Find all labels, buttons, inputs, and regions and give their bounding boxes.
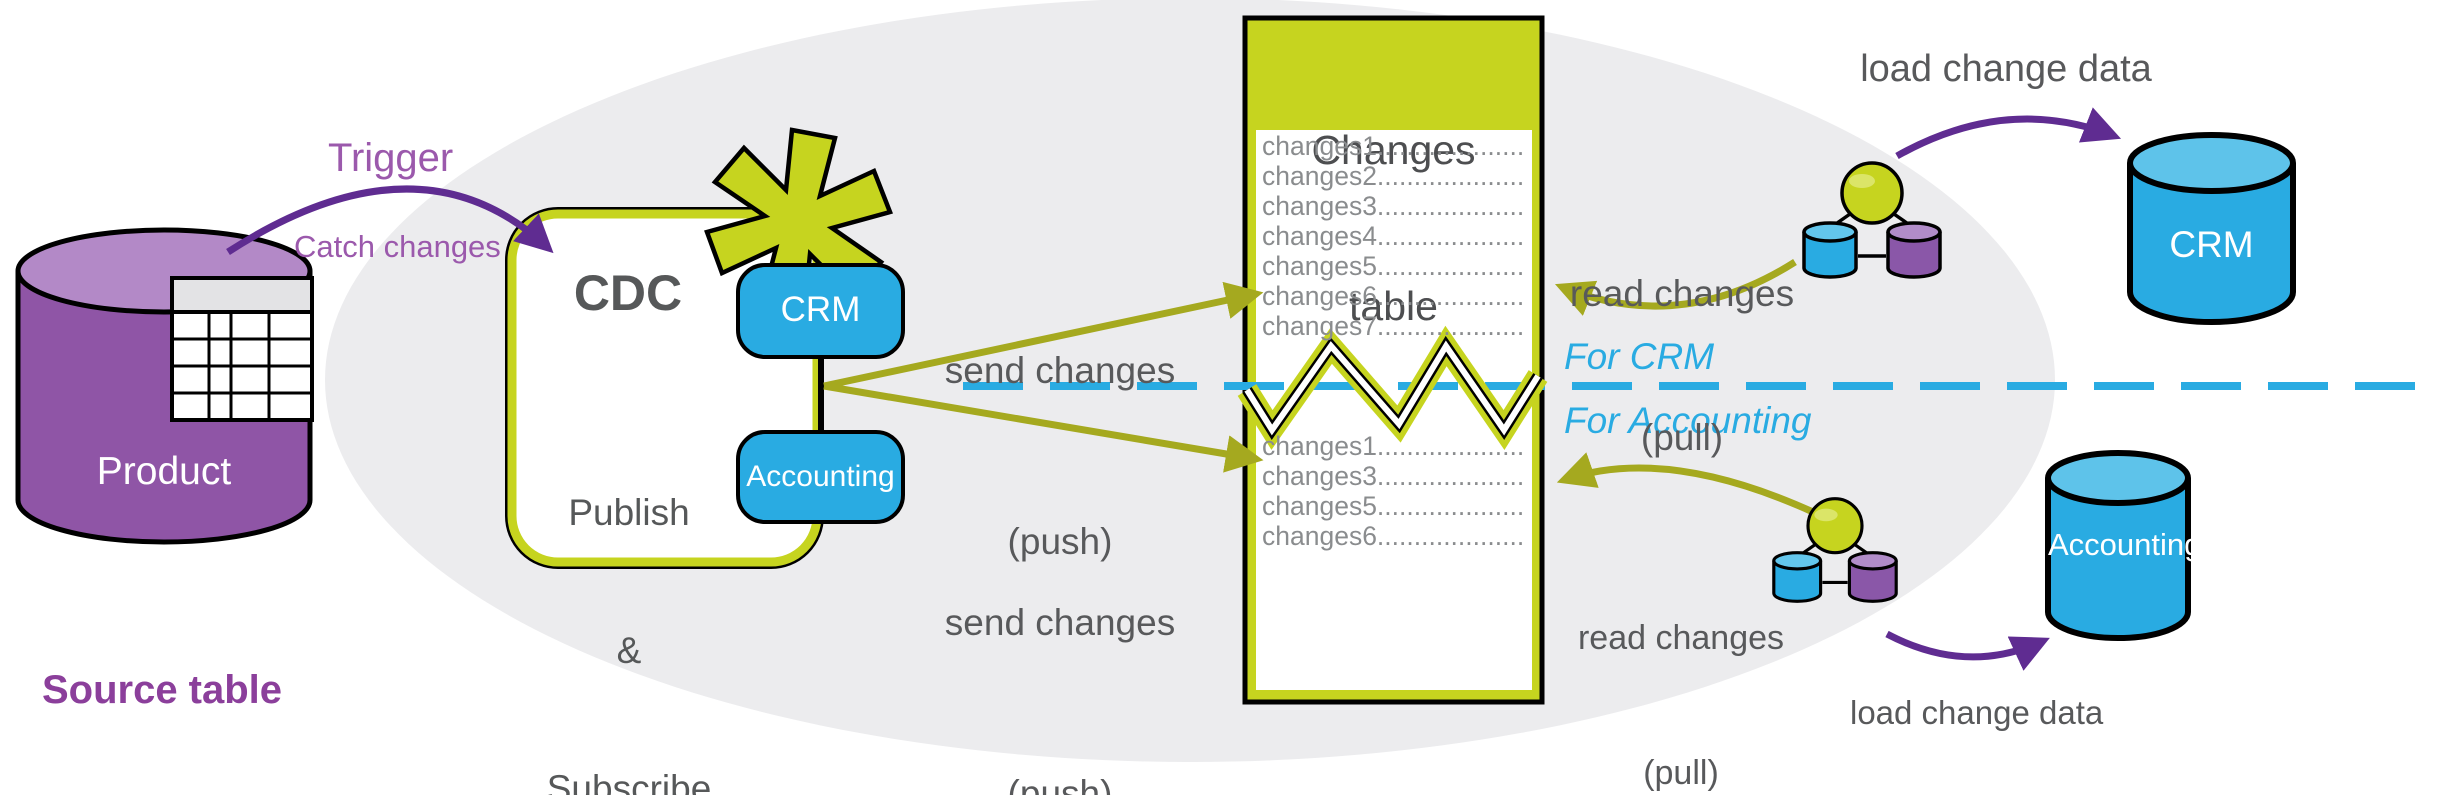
- table-row: changes3........................: [1262, 461, 1526, 491]
- cdc-subtitle: Publish & Subscribe: [515, 398, 743, 795]
- table-row: changes5........................: [1262, 251, 1526, 281]
- send-push-arrow-crm: [823, 281, 1264, 390]
- accounting-badge-label: Accounting: [746, 460, 895, 493]
- send-push-top-line1: send changes: [944, 350, 1176, 391]
- accounting-db-label: Accounting: [2048, 527, 2202, 562]
- cdc-subtitle-line2: &: [616, 630, 642, 671]
- source-db-caption-line1: Source table: [41, 668, 283, 712]
- cdc-subtitle-line3: Subscribe: [546, 768, 712, 795]
- cdc-subtitle-line1: Publish: [568, 492, 690, 533]
- table-row: changes3........................: [1262, 191, 1526, 221]
- load-change-data-label-top: load change data: [1860, 48, 2152, 90]
- send-changes-push-label-bottom: send changes (push): [928, 480, 1192, 795]
- catch-changes-label: Catch changes: [294, 229, 501, 264]
- table-row: changes1........................: [1262, 431, 1526, 461]
- lane-label-accounting: For Accounting: [1564, 400, 1812, 441]
- cdc-title: CDC: [573, 265, 683, 321]
- table-row: changes5........................: [1262, 491, 1526, 521]
- read-pull-arrow-crm: [1554, 259, 1797, 316]
- table-row: changes1........................: [1262, 131, 1526, 161]
- load-arrow-crm: [1895, 107, 2122, 160]
- read-changes-pull-label-top: read changes (pull): [1552, 174, 1812, 510]
- read-changes-pull-label-bottom: read changes (pull): [1556, 526, 1806, 795]
- crm-badge-label: CRM: [780, 290, 861, 329]
- read-pull-top-line1: read changes: [1569, 273, 1795, 314]
- changes-table-title-line2: table: [1349, 283, 1438, 329]
- changes-table-title-line1: Changes: [1311, 127, 1476, 173]
- changes-table-top-rows: changes1........................ changes…: [1262, 131, 1526, 341]
- send-push-arrow-accounting: [823, 382, 1264, 473]
- accounting-db-cylinder: [2045, 450, 2191, 641]
- changes-table-bottom-rows: changes1........................ changes…: [1262, 431, 1526, 551]
- send-push-bottom-line2: (push): [1007, 773, 1113, 795]
- send-changes-push-label-top: send changes (push): [928, 228, 1192, 627]
- table-row: changes6........................: [1262, 281, 1526, 311]
- source-db-caption: Source table to watch: [2, 568, 322, 795]
- zigzag-divider: [1237, 325, 1548, 450]
- accounting-badge-shape: [736, 430, 905, 524]
- trigger-arrow: [226, 185, 554, 255]
- read-pull-arrow-accounting: [1556, 452, 1815, 516]
- source-db-label: Product: [96, 450, 232, 493]
- read-pull-bottom-line1: read changes: [1577, 619, 1785, 657]
- load-arrow-accounting: [1885, 630, 2050, 671]
- read-pull-bottom-line2: (pull): [1643, 754, 1719, 792]
- table-row: changes7........................: [1262, 311, 1526, 341]
- load-change-data-label-bottom: load change data: [1850, 694, 2104, 731]
- table-row: changes2........................: [1262, 161, 1526, 191]
- send-push-top-line2: (push): [1007, 521, 1113, 562]
- changes-table-title: Changes table: [1247, 20, 1540, 384]
- lane-label-crm: For CRM: [1564, 336, 1715, 377]
- table-row: changes6........................: [1262, 521, 1526, 551]
- send-push-bottom-line1: send changes: [944, 602, 1176, 643]
- table-row: changes4........................: [1262, 221, 1526, 251]
- trigger-label: Trigger: [328, 136, 454, 180]
- read-pull-top-line2: (pull): [1640, 417, 1724, 458]
- crm-db-cylinder: [2127, 132, 2296, 325]
- crm-badge-shape: [736, 263, 905, 359]
- crm-db-label: CRM: [2169, 224, 2254, 265]
- table-icon: [170, 276, 314, 422]
